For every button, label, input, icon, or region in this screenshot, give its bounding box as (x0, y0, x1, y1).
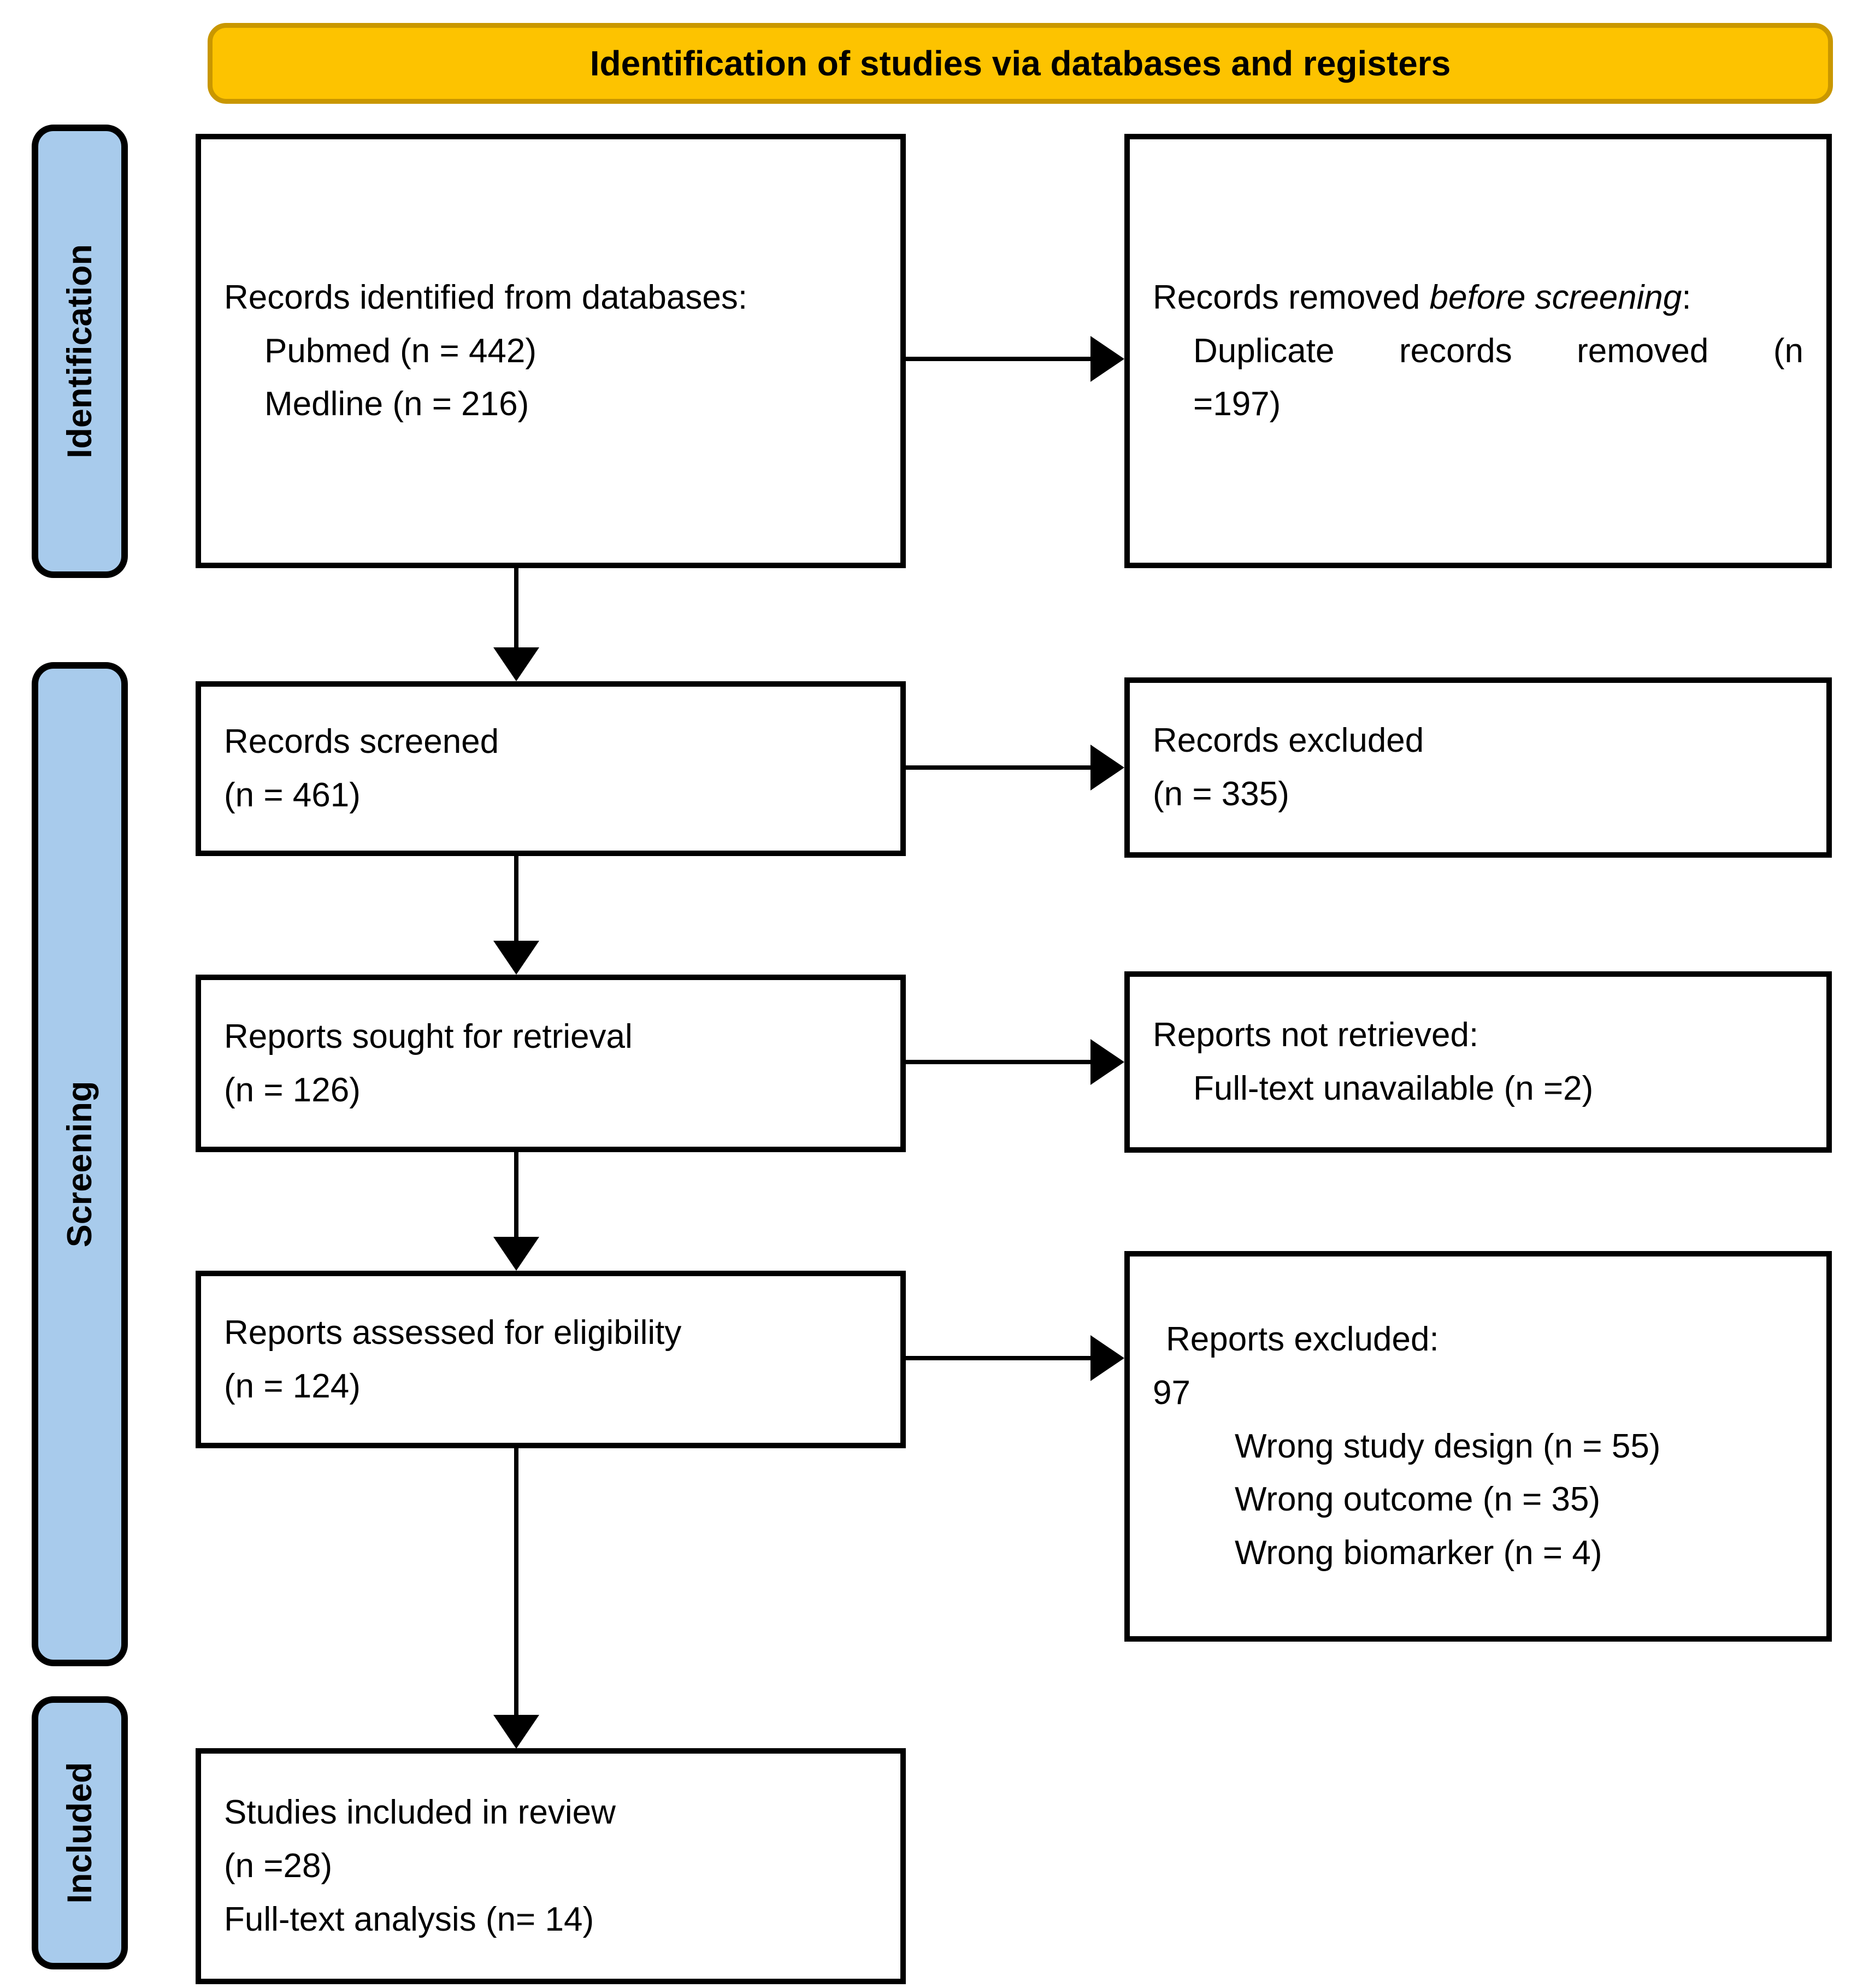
reports-excluded-item-wrong-outcome: Wrong outcome (n = 35) (1235, 1480, 1601, 1519)
connector-screened-to-excluded-line (906, 765, 1090, 770)
records-removed-heading-prefix: Records removed (1153, 278, 1430, 316)
reports-excluded-item-wrong-study-design: Wrong study design (n = 55) (1235, 1427, 1661, 1465)
connector-assessed-to-included-arrowhead (493, 1715, 539, 1749)
box-records-excluded: Records excluded (n = 335) (1124, 677, 1832, 858)
records-excluded-heading: Records excluded (1153, 722, 1424, 760)
reports-excluded-total: 97 (1153, 1373, 1190, 1412)
box-studies-included: Studies included in review (n =28) Full-… (196, 1748, 906, 1984)
connector-identified-to-screened-arrowhead (493, 647, 539, 681)
reports-excluded-item-wrong-biomarker: Wrong biomarker (n = 4) (1235, 1534, 1602, 1572)
connector-sought-to-assessed-arrowhead (493, 1237, 539, 1271)
reports-excluded-heading: Reports excluded: (1166, 1320, 1439, 1358)
connector-screened-to-sought-arrowhead (493, 941, 539, 975)
connector-sought-to-assessed-line (514, 1152, 518, 1237)
connector-assessed-to-reportsexcluded-line (906, 1356, 1090, 1360)
connector-identified-to-removed-arrowhead (1090, 336, 1124, 382)
box-reports-not-retrieved: Reports not retrieved: Full-text unavail… (1124, 971, 1832, 1153)
records-screened-count: (n = 461) (224, 776, 361, 814)
studies-included-count: (n =28) (224, 1847, 333, 1885)
stage-label-identification-text: Identification (61, 244, 99, 458)
records-identified-item-pubmed: Pubmed (n = 442) (264, 332, 537, 370)
box-records-identified: Records identified from databases: Pubme… (196, 134, 906, 568)
records-identified-item-medline: Medline (n = 216) (264, 385, 529, 423)
reports-not-retrieved-item: Full-text unavailable (n =2) (1193, 1070, 1594, 1107)
box-records-removed: Records removed before screening: Duplic… (1124, 134, 1832, 568)
page-title: Identification of studies via databases … (589, 44, 1451, 83)
reports-assessed-heading: Reports assessed for eligibility (224, 1313, 682, 1352)
studies-included-heading: Studies included in review (224, 1794, 616, 1832)
records-removed-heading-suffix: : (1682, 278, 1691, 316)
box-reports-assessed: Reports assessed for eligibility (n = 12… (196, 1271, 906, 1448)
records-removed-item-duplicate: Duplicate records removed (n (1193, 332, 1803, 370)
connector-screened-to-sought-line (514, 856, 518, 941)
stage-label-screening: Screening (32, 662, 128, 1666)
connector-assessed-to-reportsexcluded-arrowhead (1090, 1335, 1124, 1381)
connector-identified-to-removed-line (906, 357, 1090, 361)
stage-label-screening-text: Screening (61, 1081, 99, 1248)
records-removed-heading-italic: before screening (1429, 278, 1682, 316)
stage-label-identification: Identification (32, 125, 128, 578)
connector-sought-to-notretrieved-line (906, 1060, 1090, 1064)
reports-not-retrieved-heading: Reports not retrieved: (1153, 1016, 1479, 1054)
connector-identified-to-screened-line (514, 568, 518, 647)
connector-screened-to-excluded-arrowhead (1090, 745, 1124, 791)
records-removed-item-continuation: =197) (1193, 385, 1281, 423)
reports-assessed-count: (n = 124) (224, 1367, 361, 1405)
records-screened-heading: Records screened (224, 723, 499, 761)
connector-sought-to-notretrieved-arrowhead (1090, 1039, 1124, 1085)
box-reports-excluded: Reports excluded: 97 Wrong study design … (1124, 1251, 1832, 1642)
reports-sought-heading: Reports sought for retrieval (224, 1017, 633, 1055)
records-identified-heading: Records identified from databases: (224, 278, 748, 316)
records-removed-heading: Records removed before screening: (1153, 271, 1803, 325)
stage-label-included: Included (32, 1696, 128, 1969)
connector-assessed-to-included-line (514, 1448, 518, 1715)
reports-sought-count: (n = 126) (224, 1071, 361, 1109)
box-reports-sought: Reports sought for retrieval (n = 126) (196, 975, 906, 1152)
records-excluded-count: (n = 335) (1153, 775, 1289, 813)
studies-included-extra: Full-text analysis (n= 14) (224, 1900, 594, 1938)
stage-label-included-text: Included (61, 1762, 99, 1904)
box-records-screened: Records screened (n = 461) (196, 681, 906, 856)
diagram-header-banner: Identification of studies via databases … (208, 23, 1833, 104)
